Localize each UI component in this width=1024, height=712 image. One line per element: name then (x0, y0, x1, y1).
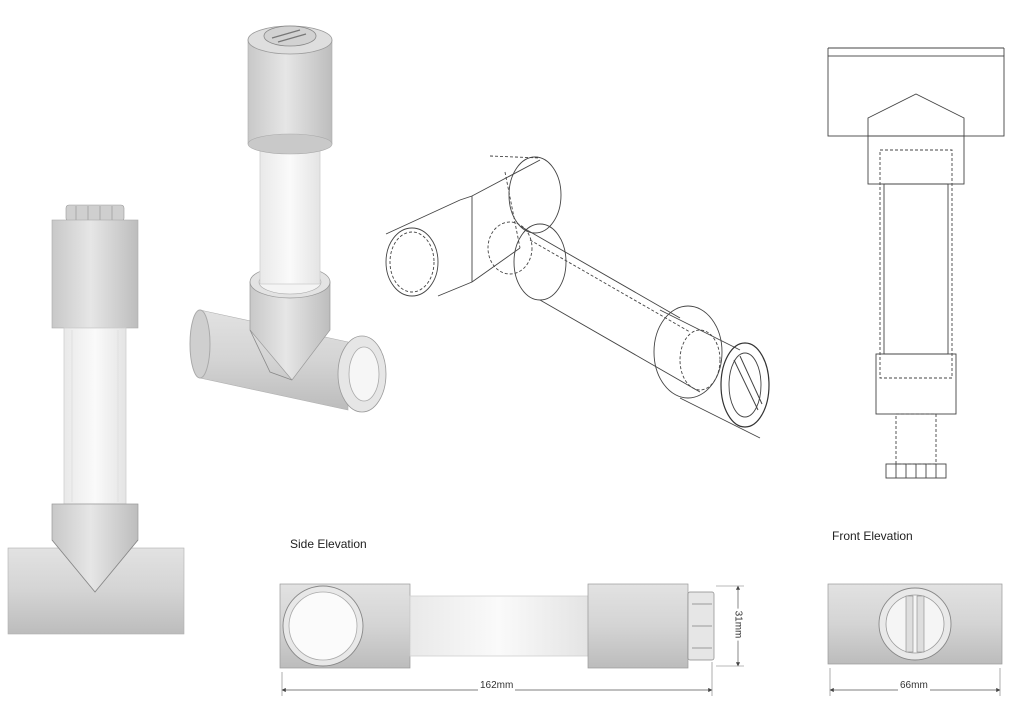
render-isometric-tee (189, 25, 387, 413)
front-width-dimension: 66mm (898, 680, 930, 691)
side-length-dimension: 162mm (478, 680, 516, 691)
front-elevation-drawing (827, 583, 1003, 696)
side-elevation-drawing (279, 583, 744, 696)
front-elevation-label: Front Elevation (832, 529, 913, 543)
side-elevation-label: Side Elevation (290, 537, 367, 551)
side-height-dimension: 31mm (732, 608, 744, 641)
render-upright-tee (7, 204, 185, 635)
wireframe-isometric (385, 155, 770, 439)
wireframe-front-orthographic (827, 47, 1005, 479)
